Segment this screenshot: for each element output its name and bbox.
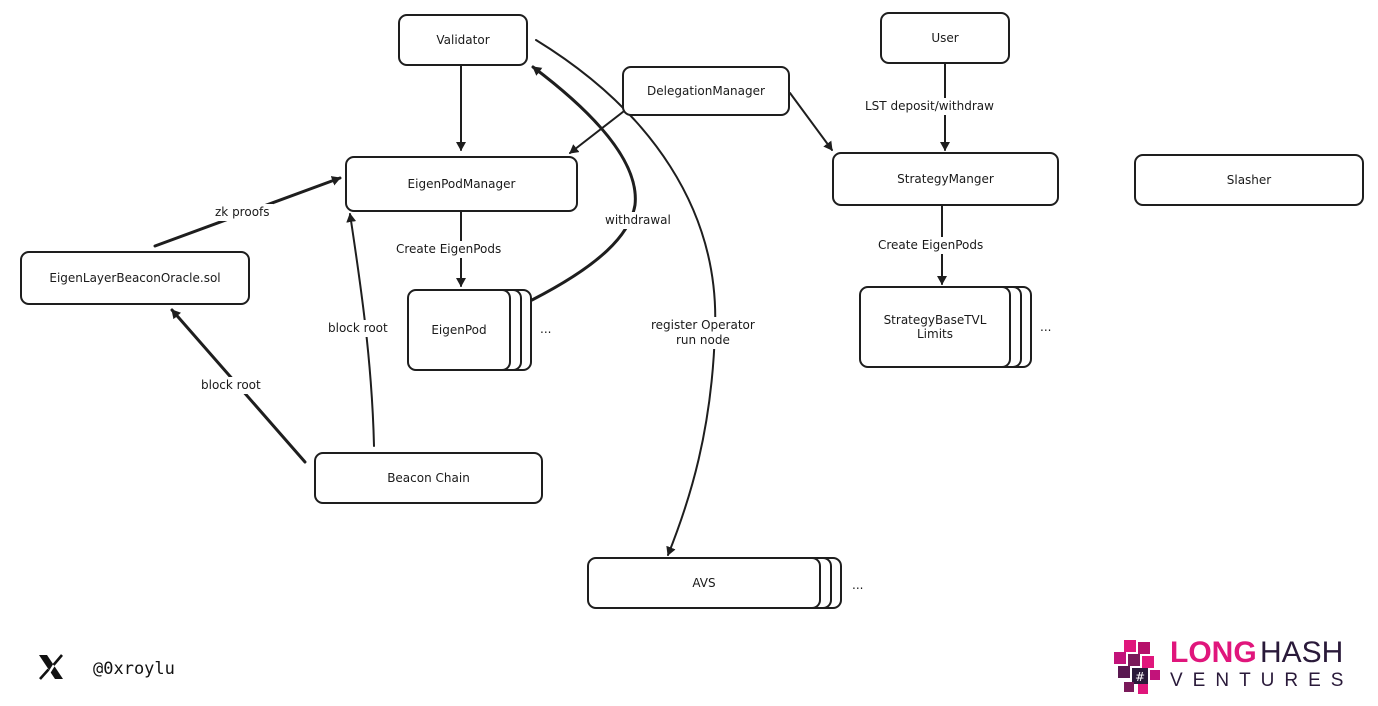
avs-ellipsis: ... — [852, 578, 864, 592]
node-beacon-oracle-label: EigenLayerBeaconOracle.sol — [49, 270, 221, 285]
logo-text-ventures: VENTURES — [1170, 670, 1354, 691]
edge-label-create-pods-left: Create EigenPods — [393, 241, 505, 258]
arrow-delegation-to-strategymanager — [789, 92, 833, 151]
strategybase-ellipsis: ... — [1040, 320, 1052, 334]
edge-label-block-root-mid: block root — [325, 320, 391, 337]
edge-label-register-operator: register Operator run node — [648, 317, 758, 349]
node-delegation-manager-label: DelegationManager — [647, 83, 765, 98]
author-handle: @0xroylu — [93, 659, 175, 679]
edge-label-zk-proofs: zk proofs — [212, 204, 273, 221]
node-user-label: User — [931, 30, 959, 45]
arrow-delegation-to-eigenpodmanager — [569, 107, 629, 154]
node-slasher-label: Slasher — [1226, 172, 1272, 187]
node-eigenpod: EigenPod — [407, 289, 511, 371]
register-line-1: register Operator — [651, 318, 755, 332]
node-avs-label: AVS — [692, 575, 716, 590]
node-beacon-chain-label: Beacon Chain — [387, 470, 470, 485]
logo-text-hash: HASH — [1260, 636, 1344, 669]
edge-label-create-pods-right: Create EigenPods — [875, 237, 987, 254]
node-eigenpod-manager: EigenPodManager — [345, 156, 578, 212]
longhash-logo-icon: # — [1114, 640, 1160, 694]
node-avs: AVS — [587, 557, 821, 609]
node-slasher: Slasher — [1134, 154, 1364, 206]
node-beacon-chain: Beacon Chain — [314, 452, 543, 504]
node-user: User — [880, 12, 1010, 64]
node-validator-label: Validator — [436, 32, 490, 47]
node-delegation-manager: DelegationManager — [622, 66, 790, 116]
x-logo-icon — [39, 654, 63, 680]
arrow-validator-to-avs — [535, 39, 717, 556]
node-strategy-base-label: StrategyBaseTVL Limits — [883, 312, 987, 341]
edge-label-block-root-left: block root — [198, 377, 264, 394]
arrow-eigenpod-to-validator — [530, 65, 637, 302]
node-beacon-oracle: EigenLayerBeaconOracle.sol — [20, 251, 250, 305]
node-validator: Validator — [398, 14, 528, 66]
node-strategy-base: StrategyBaseTVL Limits — [859, 286, 1011, 368]
register-line-2: run node — [675, 333, 730, 347]
edge-label-withdrawal: withdrawal — [602, 212, 674, 229]
eigenpod-ellipsis: ... — [540, 322, 552, 336]
node-strategy-manager: StrategyManger — [832, 152, 1059, 206]
node-strategy-manager-label: StrategyManger — [897, 171, 994, 186]
logo-text-long: LONG — [1170, 636, 1257, 669]
node-eigenpod-manager-label: EigenPodManager — [407, 176, 516, 191]
node-eigenpod-label: EigenPod — [431, 322, 487, 337]
svg-text:#: # — [1135, 670, 1145, 684]
edge-label-lst: LST deposit/withdraw — [862, 98, 997, 115]
